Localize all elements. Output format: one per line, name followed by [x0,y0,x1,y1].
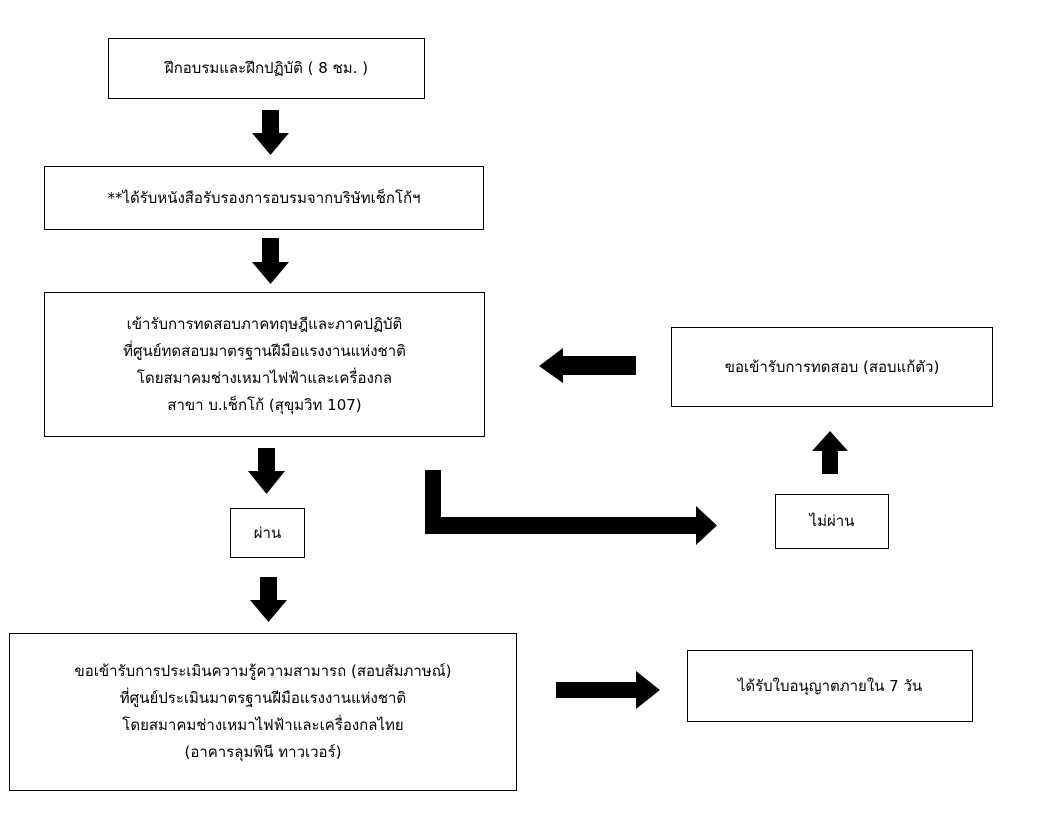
step-assessment-line: (อาคารลุมพินี ทาวเวอร์) [184,743,342,761]
step-test-line: ที่ศูนย์ทดสอบมาตรฐานฝีมือแรงงานแห่งชาติ [123,341,406,360]
step-retest-text: ขอเข้ารับการทดสอบ (สอบแก้ตัว) [724,357,940,376]
step-retest: ขอเข้ารับการทดสอบ (สอบแก้ตัว) [671,327,993,407]
step-training-text: ฝึกอบรมและฝึกปฏิบัติ ( 8 ชม. ) [164,59,369,77]
step-fail: ไม่ผ่าน [775,494,889,549]
step-test-line: โดยสมาคมช่างเหมาไฟฟ้าและเครื่องกล [136,368,393,387]
arrow-down-2 [252,238,289,284]
arrow-right-to-license [556,671,660,709]
step-test-line: สาขา บ.เช็กโก้ (สุขุมวิท 107) [167,395,362,414]
arrow-left-to-test [539,348,636,383]
step-test: เข้ารับการทดสอบภาคทฤษฎีและภาคปฏิบัติ ที่… [44,292,485,437]
step-license: ได้รับใบอนุญาตภายใน 7 วัน [687,650,973,722]
step-test-line: เข้ารับการทดสอบภาคทฤษฎีและภาคปฏิบัติ [126,314,403,333]
step-fail-text: ไม่ผ่าน [809,512,855,530]
step-training: ฝึกอบรมและฝึกปฏิบัติ ( 8 ชม. ) [108,38,425,99]
arrow-elbow-to-fail [425,470,717,545]
step-assessment-line: โดยสมาคมช่างเหมาไฟฟ้าและเครื่องกลไทย [122,716,404,734]
step-pass-text: ผ่าน [253,523,282,542]
arrow-up-retest [812,431,848,474]
step-assessment-line: ขอเข้ารับการประเมินความรู้ความสามารถ (สอ… [74,662,452,680]
arrow-down-3 [248,448,285,494]
step-assessment: ขอเข้ารับการประเมินความรู้ความสามารถ (สอ… [9,633,517,791]
step-certificate: **ได้รับหนังสือรับรองการอบรมจากบริษัทเช็… [44,166,484,230]
step-license-text: ได้รับใบอนุญาตภายใน 7 วัน [737,676,923,695]
arrow-down-1 [252,110,289,155]
arrow-down-4 [250,577,287,622]
step-assessment-line: ที่ศูนย์ประเมินมาตรฐานฝีมือแรงงานแห่งชาต… [119,689,407,707]
step-certificate-text: **ได้รับหนังสือรับรองการอบรมจากบริษัทเช็… [107,188,421,207]
step-pass: ผ่าน [230,508,305,558]
